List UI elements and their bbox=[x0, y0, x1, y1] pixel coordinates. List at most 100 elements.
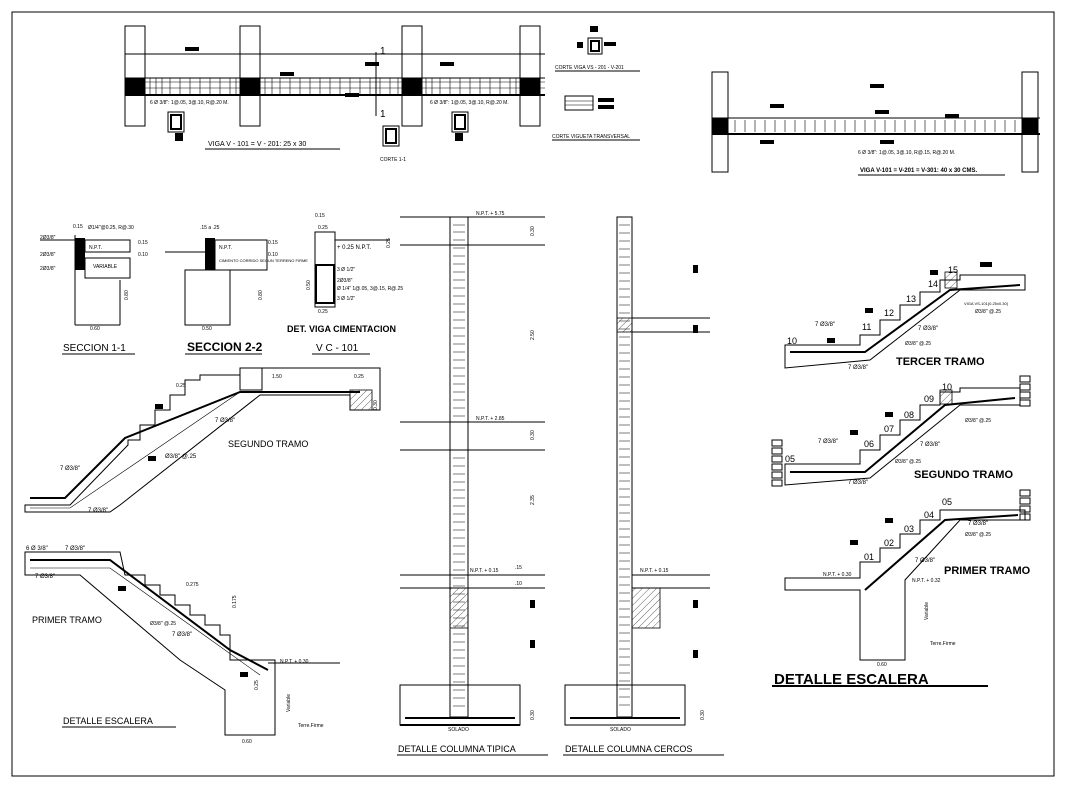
vc-dim-5: 0.25 bbox=[386, 238, 392, 248]
st-dim-2: 1.50 bbox=[272, 374, 282, 380]
viga-title: VIGA V - 101 = V - 201: 25 x 30 bbox=[208, 141, 306, 148]
cc-solado: SOLADO bbox=[610, 727, 631, 733]
tt-title: TERCER TRAMO bbox=[896, 356, 985, 368]
sec11-dim-2: 0.15 bbox=[138, 240, 148, 246]
st2-bar-3: Ø3/8" @.25 bbox=[895, 459, 921, 465]
pt-bar-5: 7 Ø3/8" bbox=[172, 632, 192, 638]
vc-bar-3: Ø 1/4" 1@.05, 3@.15, R@.25 bbox=[337, 286, 403, 292]
st2-step-06: 06 bbox=[864, 439, 874, 449]
viga-stirrup-note-1: 6 Ø 3/8": 1@.05, 3@.10, R@.20 M. bbox=[150, 100, 229, 106]
st2-bar-5: 7 Ø3/8" bbox=[848, 480, 868, 486]
vc-dim-4: 0.50 bbox=[306, 280, 312, 290]
pt-detalle: DETALLE ESCALERA bbox=[63, 716, 153, 726]
sec22-dim-4: 0.80 bbox=[258, 290, 264, 300]
sec11-dim-1: 0.15 bbox=[73, 224, 83, 230]
sec11-dim-4: 0.80 bbox=[124, 290, 130, 300]
ptr-step-02: 02 bbox=[884, 538, 894, 548]
vc-bar-2: 2Ø3/8" bbox=[337, 278, 353, 284]
st-bar-1: 7 Ø3/8" bbox=[215, 418, 235, 424]
ct-dim-1: 0.30 bbox=[530, 226, 536, 236]
st2-bar-1: 7 Ø3/8" bbox=[818, 439, 838, 445]
sec11-bar-3: 2Ø3/8" bbox=[40, 252, 56, 258]
sec22-dim-3: 0.10 bbox=[268, 252, 278, 258]
st-dim-4: 0.30 bbox=[373, 400, 379, 410]
tt-step-13: 13 bbox=[906, 294, 916, 304]
seccion-1-1: N.P.T. VARIABLE 2Ø3/8" Ø1/4"@0.25, R@.30… bbox=[40, 224, 148, 355]
ct-dim-2: 2.50 bbox=[530, 330, 536, 340]
section-mark-bottom: 1 bbox=[380, 109, 386, 120]
sec11-bar-2: Ø1/4"@0.25, R@.30 bbox=[88, 225, 134, 231]
primer-tramo-right: 01 02 03 04 05 N.P.T. + 0.30 N.P.T. + 0.… bbox=[784, 489, 1031, 668]
ptr-step-03: 03 bbox=[904, 524, 914, 534]
ptr-step-01: 01 bbox=[864, 552, 874, 562]
tt-step-12: 12 bbox=[884, 308, 894, 318]
ptr-dim: 0.60 bbox=[877, 662, 887, 668]
st-bar-2: Ø3/8" @.25 bbox=[165, 454, 197, 460]
pt-bar-4: Ø3/8" @.25 bbox=[150, 621, 176, 627]
viga-right-title: VIGA V-101 = V-201 = V-301: 40 x 30 CMS. bbox=[860, 168, 978, 174]
sec22-note: CIMIENTO CORRIDO SEGUN TERRENO FIRME bbox=[219, 258, 308, 263]
pt-bar-3: 7 Ø3/8" bbox=[35, 574, 55, 580]
primer-tramo-left: N.P.T. + 0.30 6 Ø 3/8" 7 Ø3/8" 7 Ø3/8" Ø… bbox=[24, 546, 340, 745]
segundo-tramo-right: 05 06 07 08 09 10 7 Ø3/8" 7 Ø3/8" Ø3/8" … bbox=[771, 375, 1031, 487]
st-dim-1: 0.25 bbox=[176, 383, 186, 389]
seccion-2-2: N.P.T. CIMIENTO CORRIDO SEGUN TERRENO FI… bbox=[165, 225, 308, 355]
tt-bar-5: Ø3/8" @.25 bbox=[975, 309, 1001, 315]
vc-bar-4: 3 Ø 1/2" bbox=[337, 296, 355, 302]
corte-viga: CORTE VIGA VS - 201 - V-201 CORTE VIGUET… bbox=[552, 26, 640, 141]
ptr-npt-2: N.P.T. + 0.32 bbox=[912, 578, 941, 584]
tt-bar-3: Ø3/8" @.25 bbox=[905, 341, 931, 347]
vc-dim-1: 0.15 bbox=[315, 213, 325, 219]
pt-bar-1: 6 Ø 3/8" bbox=[26, 546, 48, 552]
tt-viga: VIGA VS-101(0.25x0.30) bbox=[964, 301, 1009, 306]
ct-dim-5: 0.30 bbox=[530, 710, 536, 720]
pt-npt: N.P.T. + 0.30 bbox=[280, 659, 309, 665]
st-title: SEGUNDO TRAMO bbox=[228, 439, 308, 449]
st2-step-08: 08 bbox=[904, 410, 914, 420]
cc-npt: N.P.T. + 0.15 bbox=[640, 568, 669, 574]
tt-step-14: 14 bbox=[928, 279, 938, 289]
vc-dim-2: 0.25 bbox=[318, 225, 328, 231]
ptr-step-04: 04 bbox=[924, 510, 934, 520]
ct-npt-mid: N.P.T. + 2.85 bbox=[476, 416, 505, 422]
pt-dim-4: 0.60 bbox=[242, 739, 252, 745]
st2-bar-2: 7 Ø3/8" bbox=[920, 442, 940, 448]
ptr-bar-1: 7 Ø3/8" bbox=[915, 558, 935, 564]
columna-tipica: N.P.T. + 5.75 N.P.T. + 2.85 N.P.T. + 0.1… bbox=[397, 211, 548, 756]
cc-dim-1: 0.30 bbox=[700, 710, 706, 720]
st-dim-3: 0.25 bbox=[354, 374, 364, 380]
ptr-terreno: Terre.Firme bbox=[930, 641, 956, 647]
sheet-border bbox=[11, 11, 1055, 777]
st2-step-05: 05 bbox=[785, 454, 795, 464]
tt-step-15: 15 bbox=[948, 265, 958, 275]
section-mark-top: 1 bbox=[380, 46, 386, 57]
ct-npt-low: N.P.T. + 0.15 bbox=[470, 568, 499, 574]
ptr-variable: Variable bbox=[924, 602, 930, 620]
viga-right: 6 Ø 3/8": 1@.05, 3@.10, R@.15, R@.20 M. … bbox=[711, 71, 1040, 176]
viga-right-note: 6 Ø 3/8": 1@.05, 3@.10, R@.15, R@.20 M. bbox=[858, 150, 955, 156]
sec22-npt: N.P.T. bbox=[219, 245, 232, 251]
ptr-bar-2: Ø3/8" @.25 bbox=[965, 532, 991, 538]
st-bar-3: 7 Ø3/8" bbox=[60, 466, 80, 472]
ptr-title: PRIMER TRAMO bbox=[944, 565, 1031, 577]
vc-title: DET. VIGA CIMENTACION bbox=[287, 324, 396, 334]
corte-viga-label: CORTE VIGA VS - 201 - V-201 bbox=[555, 65, 624, 71]
ct-dim-4: 0.30 bbox=[530, 430, 536, 440]
st2-step-09: 09 bbox=[924, 394, 934, 404]
ct-dim-7: .15 bbox=[515, 565, 522, 571]
sec22-dim-1: .15 a .25 bbox=[200, 225, 220, 231]
sec11-variable: VARIABLE bbox=[93, 264, 118, 270]
sec11-bar-4: 2Ø3/8" bbox=[40, 266, 56, 272]
vc-subtitle: V C - 101 bbox=[316, 343, 359, 354]
pt-variable: Variable bbox=[286, 694, 292, 712]
sec22-dim-5: 0.50 bbox=[202, 326, 212, 332]
vc-bar-1: 3 Ø 1/2" bbox=[337, 267, 355, 273]
pt-dim-1: 0.275 bbox=[186, 582, 199, 588]
st2-step-10: 10 bbox=[942, 382, 952, 392]
ptr-bar-3: 7 Ø3/8" bbox=[968, 521, 988, 527]
viga-stirrups bbox=[149, 78, 517, 95]
tt-step-10: 10 bbox=[787, 336, 797, 346]
sec22-title: SECCION 2-2 bbox=[187, 340, 263, 354]
corte-1-1-label: CORTE 1-1 bbox=[380, 157, 406, 163]
